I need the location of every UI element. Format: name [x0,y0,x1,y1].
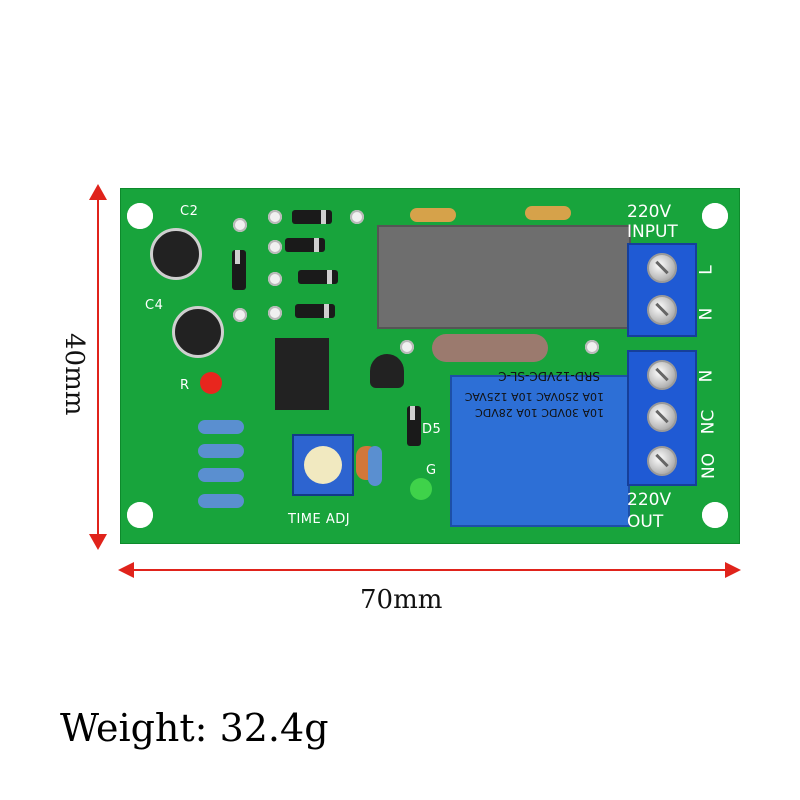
mounting-hole [702,203,728,229]
c2-label: C2 [180,204,199,219]
solder-pad [268,306,282,320]
resistor [198,468,244,482]
nc-terminal-label: NC [698,409,719,435]
n-output-terminal-label: N [696,369,717,383]
terminal-screw[interactable] [647,360,677,390]
diode [292,210,332,224]
height-arrow-line [97,195,99,540]
diode-d5 [407,406,421,446]
input-voltage-label: 220V [627,202,672,222]
relay-model-text: SRD-12VDC-SL-C [498,369,600,383]
time-adj-label: TIME ADJ [288,512,351,527]
relay-rating-text: 10A 30VDC 10A 28VDC [475,406,604,419]
output-terminal-block [627,350,697,486]
relay: SRD-12VDC-SL-C 10A 250VAC 10A 125VAC 10A… [450,369,630,527]
d5-label: D5 [422,422,442,437]
potentiometer-knob[interactable] [304,446,342,484]
resistor [368,446,382,486]
green-led [410,478,432,500]
mounting-hole [127,203,153,229]
output-voltage-label: 220V [627,490,672,510]
diode [295,304,335,318]
l-terminal-label: L [696,265,717,275]
input-terminal-block [627,243,697,337]
capacitor-c4 [172,306,224,358]
width-arrow-line [130,569,730,571]
timer-ic [275,338,329,410]
c4-label: C4 [145,298,164,313]
solder-pad [233,218,247,232]
mounting-hole [127,502,153,528]
terminal-screw[interactable] [647,402,677,432]
power-resistor [432,334,548,362]
input-label: INPUT [627,222,678,242]
output-label: OUT [627,512,664,532]
resistor [198,444,244,458]
pcb-board: C2 C4 R TIME ADJ D5 G S [120,188,740,544]
transformer [377,225,631,329]
weight-label: Weight: [60,706,208,750]
relay-rating-text: 10A 250VAC 10A 125VAC [464,390,604,403]
solder-pad [268,240,282,254]
terminal-screw[interactable] [647,295,677,325]
width-dimension-label: 70mm [360,585,443,615]
weight-text: Weight: 32.4g [60,706,329,750]
width-arrow-left-icon [118,562,134,578]
no-terminal-label: NO [699,452,720,480]
weight-value: 32.4g [219,706,329,750]
resistor [198,494,244,508]
solder-pad [350,210,364,224]
diode [298,270,338,284]
diode [232,250,246,290]
solder-pad [400,340,414,354]
capacitor-c2 [150,228,202,280]
height-dimension-label: 40mm [59,333,89,416]
time-adjust-potentiometer[interactable] [292,434,354,496]
height-arrow-bottom-icon [89,534,107,550]
r-label: R [180,378,190,393]
terminal-screw[interactable] [647,253,677,283]
solder-pad [233,308,247,322]
solder-pad [268,210,282,224]
mounting-hole [702,502,728,528]
n-input-terminal-label: N [696,307,717,321]
resistor [410,208,456,222]
height-arrow-top-icon [89,184,107,200]
red-led [200,372,222,394]
terminal-screw[interactable] [647,446,677,476]
resistor [525,206,571,220]
width-arrow-right-icon [725,562,741,578]
transistor [370,354,404,388]
solder-pad [585,340,599,354]
g-label: G [426,463,437,478]
diode [285,238,325,252]
solder-pad [268,272,282,286]
resistor [198,420,244,434]
